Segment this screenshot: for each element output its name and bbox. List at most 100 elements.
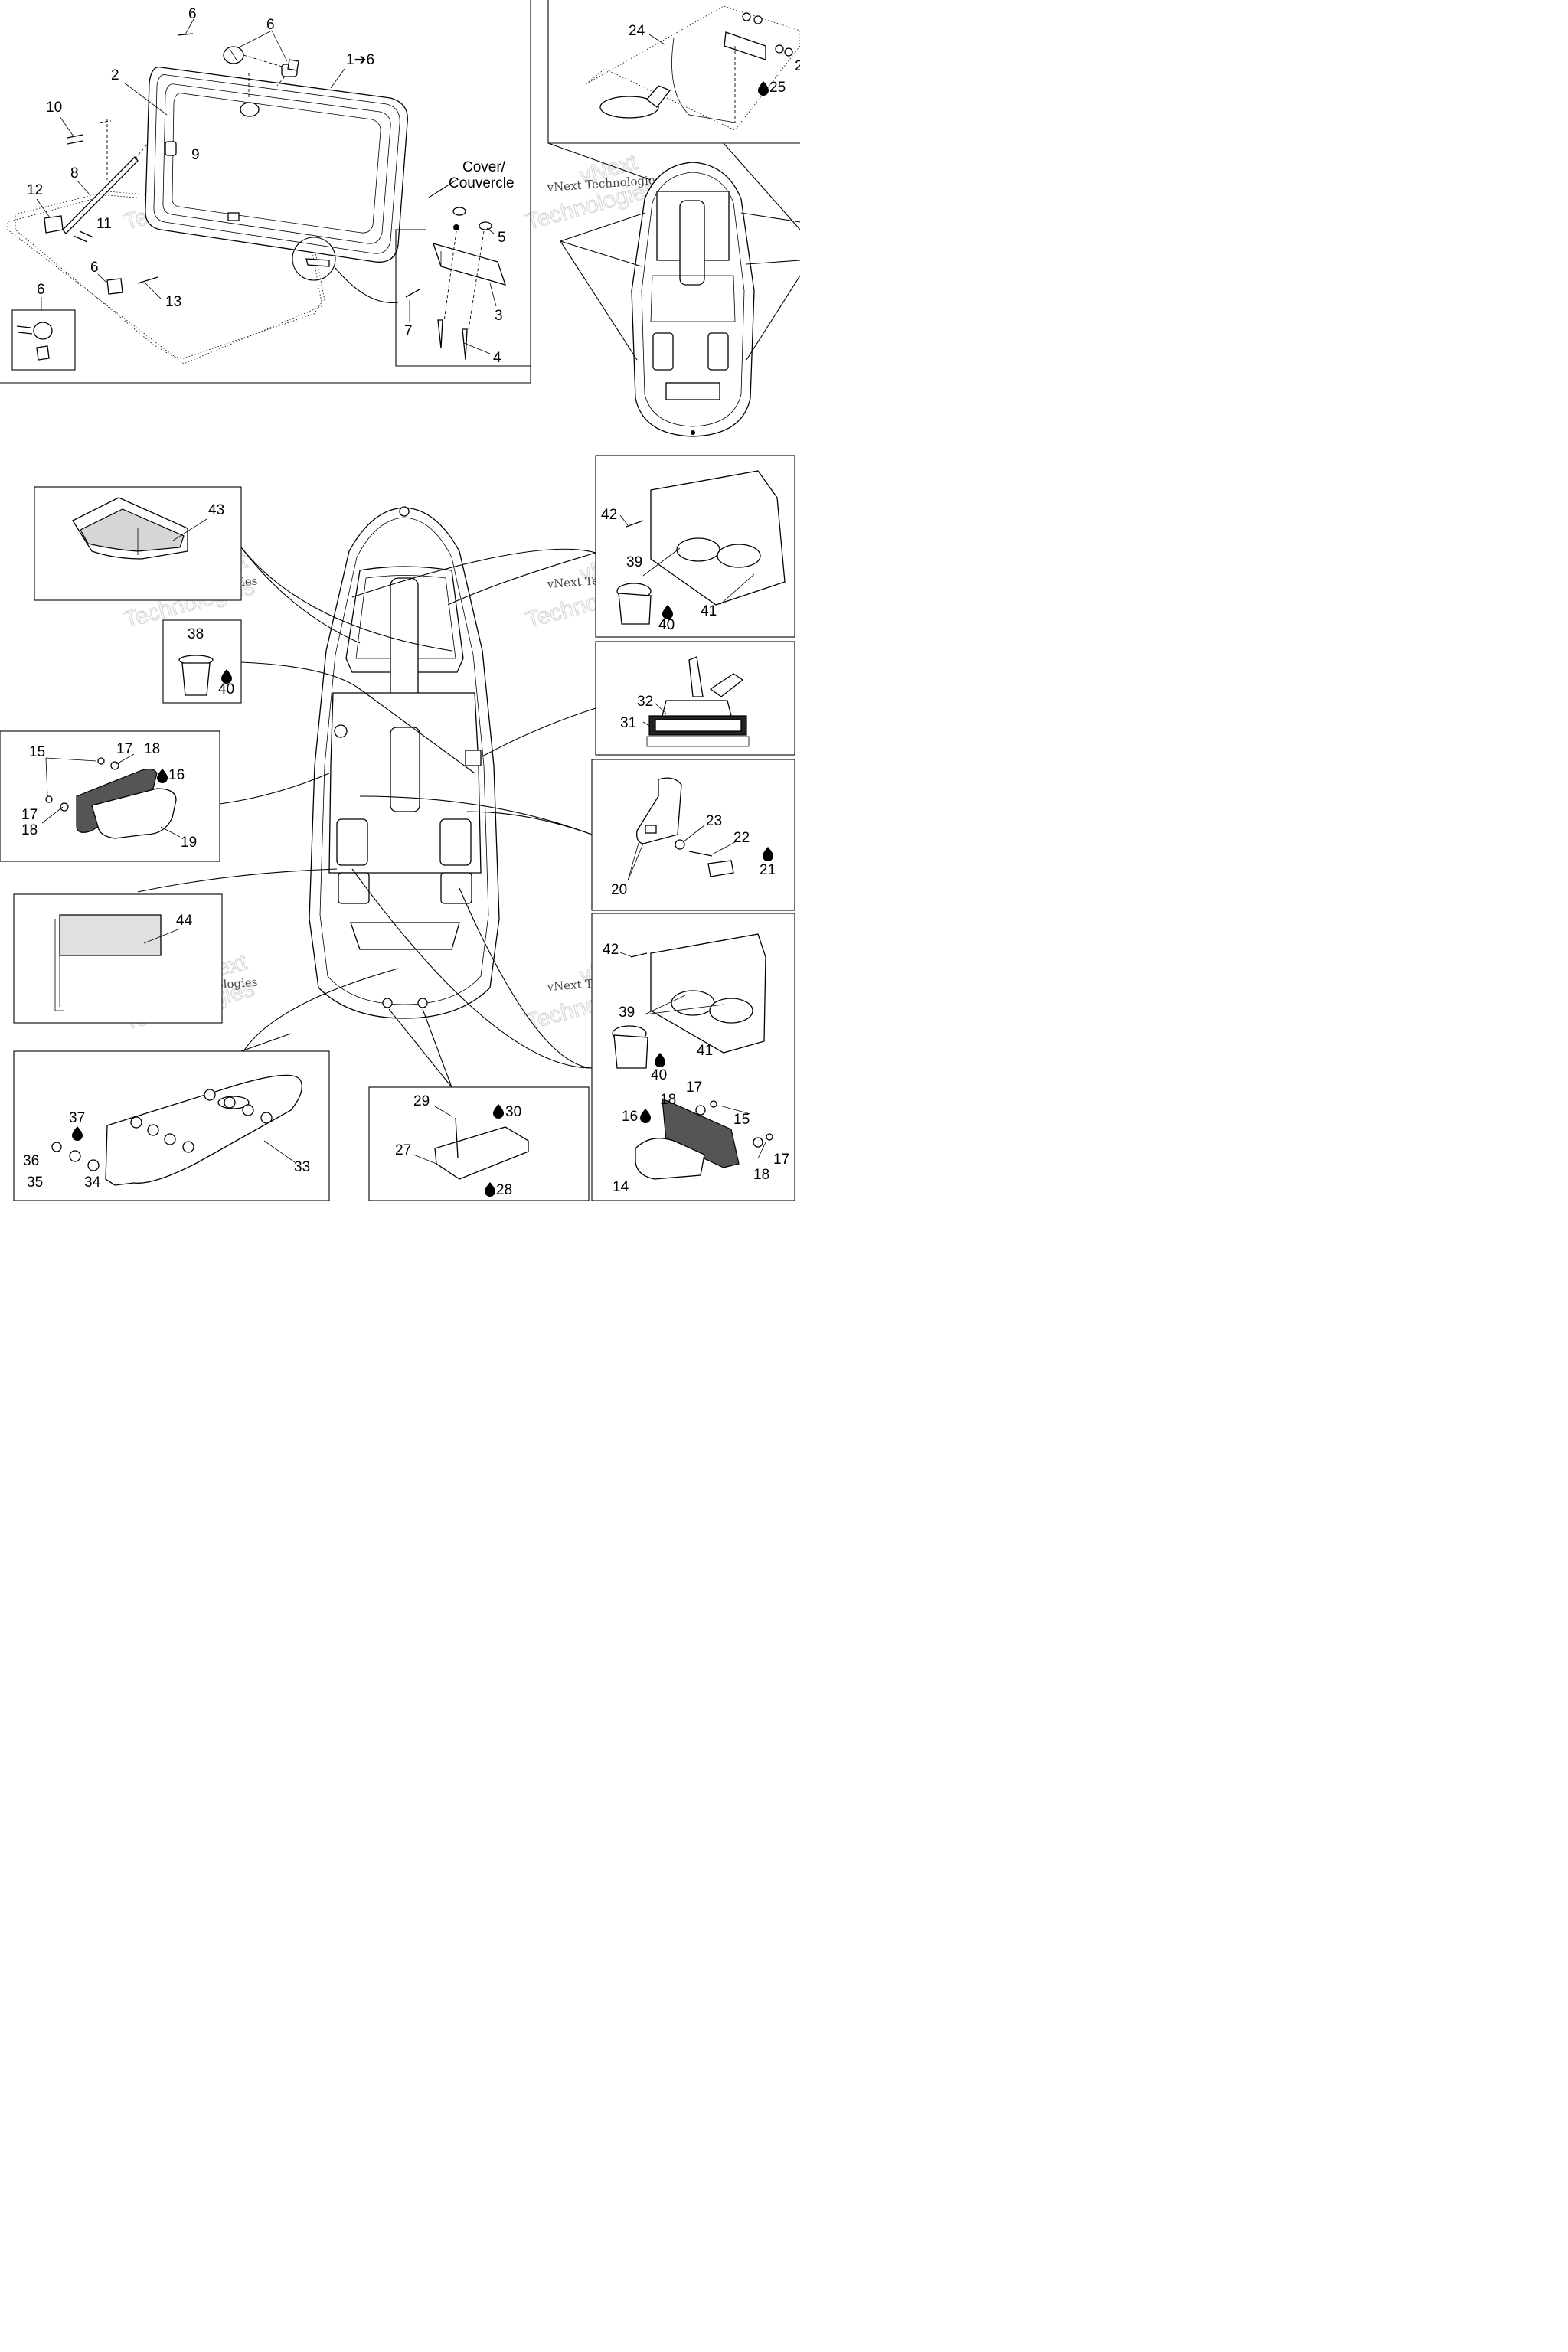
clip xyxy=(227,212,240,221)
callout: 15 xyxy=(29,744,45,760)
callout: 18 xyxy=(21,822,38,838)
callout: 23 xyxy=(706,813,722,829)
callout: 27 xyxy=(395,1142,411,1158)
drop-icon xyxy=(493,1104,504,1119)
panel-storage-cover xyxy=(0,0,531,384)
callout: 1➔6 xyxy=(346,52,374,68)
seat-column xyxy=(679,200,705,286)
screw-13 xyxy=(137,276,158,284)
screw-10b xyxy=(67,140,83,145)
cover-caption-en: Cover/ xyxy=(462,159,506,175)
top-hull-view xyxy=(547,142,800,437)
drop-icons xyxy=(72,81,773,1197)
callout: 17 xyxy=(116,741,132,757)
callout: 41 xyxy=(701,603,717,619)
plate-26 xyxy=(724,31,766,60)
panel-cup-41a xyxy=(595,455,795,638)
panel-border xyxy=(0,0,531,384)
panel-bumper-33 xyxy=(13,1033,330,1200)
callout: 25 xyxy=(769,80,786,96)
washer xyxy=(452,207,466,216)
callout: 18 xyxy=(144,741,160,757)
drop-icon xyxy=(655,1053,665,1067)
panel-44 xyxy=(13,893,223,1024)
callout: 9 xyxy=(191,147,200,163)
callout: 20 xyxy=(611,882,627,898)
leader-lines xyxy=(137,547,596,1088)
callout: 6 xyxy=(90,260,99,276)
callout: 16 xyxy=(168,767,185,783)
drop-icon xyxy=(662,605,673,619)
callout: 29 xyxy=(413,1093,430,1109)
main-hull-view xyxy=(309,506,500,1019)
callout: 30 xyxy=(505,1104,521,1120)
rivet-a xyxy=(437,319,443,349)
callout: 18 xyxy=(660,1092,676,1108)
panel-handle-19 xyxy=(0,730,220,862)
drop-icon xyxy=(72,1126,83,1141)
callout: 10 xyxy=(46,100,62,116)
cover-frame xyxy=(145,67,408,263)
callout: 6 xyxy=(37,282,45,298)
callout: 38 xyxy=(188,626,204,642)
callout: 18 xyxy=(753,1167,769,1183)
callout: 41 xyxy=(697,1043,713,1059)
callout: 35 xyxy=(27,1174,43,1191)
callout: 16 xyxy=(622,1109,638,1125)
panel-cup-41b xyxy=(591,913,795,1200)
callout: 33 xyxy=(294,1159,310,1175)
callout: 11 xyxy=(96,216,112,232)
callout: 42 xyxy=(603,942,619,958)
screw-29 xyxy=(455,1117,459,1158)
callout: 44 xyxy=(176,913,193,929)
callout: 17 xyxy=(773,1152,789,1168)
callout: 8 xyxy=(70,165,79,181)
callout: 39 xyxy=(626,554,642,570)
footwell-right xyxy=(439,818,472,866)
callout: 40 xyxy=(651,1067,667,1083)
callout: 2 xyxy=(111,67,119,83)
parts-diagram: vNext Technologies vNext Technologies vN… xyxy=(0,0,800,1200)
callout-leaders xyxy=(36,18,766,1165)
drop-icon xyxy=(763,847,773,861)
screw-7 xyxy=(405,289,420,298)
callout: 14 xyxy=(612,1179,629,1195)
footrest-24 xyxy=(599,96,659,119)
detail-circle xyxy=(292,237,336,281)
callout: 31 xyxy=(620,715,636,731)
callout: 40 xyxy=(218,681,234,697)
stern-platform xyxy=(350,922,460,950)
callout-labels: 6 6 1➔6 2 10 9 8 12 11 6 13 6 5 3 7 4 24… xyxy=(21,6,800,1198)
callout: 32 xyxy=(637,694,653,710)
panel-border xyxy=(547,0,800,144)
callout: 34 xyxy=(84,1174,101,1191)
callout: 6 xyxy=(266,17,275,33)
handle-19 xyxy=(91,788,177,839)
drop-icon xyxy=(758,81,769,96)
callout: 39 xyxy=(619,1004,635,1021)
callout: 21 xyxy=(760,862,776,878)
callout: 17 xyxy=(21,807,38,823)
panel-38 xyxy=(162,619,242,704)
callout: 2 xyxy=(795,58,800,74)
cup-holder-38 xyxy=(181,662,211,696)
screw-10a xyxy=(67,134,83,139)
callout: 43 xyxy=(208,502,224,518)
bumper-33 xyxy=(105,1074,302,1186)
catch-6 xyxy=(106,278,123,295)
panel-throttle-31 xyxy=(595,641,795,756)
strut-8 xyxy=(62,156,139,234)
callout: 3 xyxy=(495,308,503,324)
callout: 4 xyxy=(493,350,501,366)
console-lower xyxy=(390,727,420,812)
callout: 22 xyxy=(733,830,750,846)
callout: 7 xyxy=(404,323,413,339)
cup-tray-41b xyxy=(650,933,766,1054)
callout: 28 xyxy=(496,1182,512,1198)
drop-icon xyxy=(221,669,232,684)
callout: 13 xyxy=(165,294,181,310)
callout: 40 xyxy=(658,617,675,633)
drop-icon xyxy=(157,769,168,783)
panel-43 xyxy=(34,486,242,601)
inset-box-6 xyxy=(11,309,76,371)
